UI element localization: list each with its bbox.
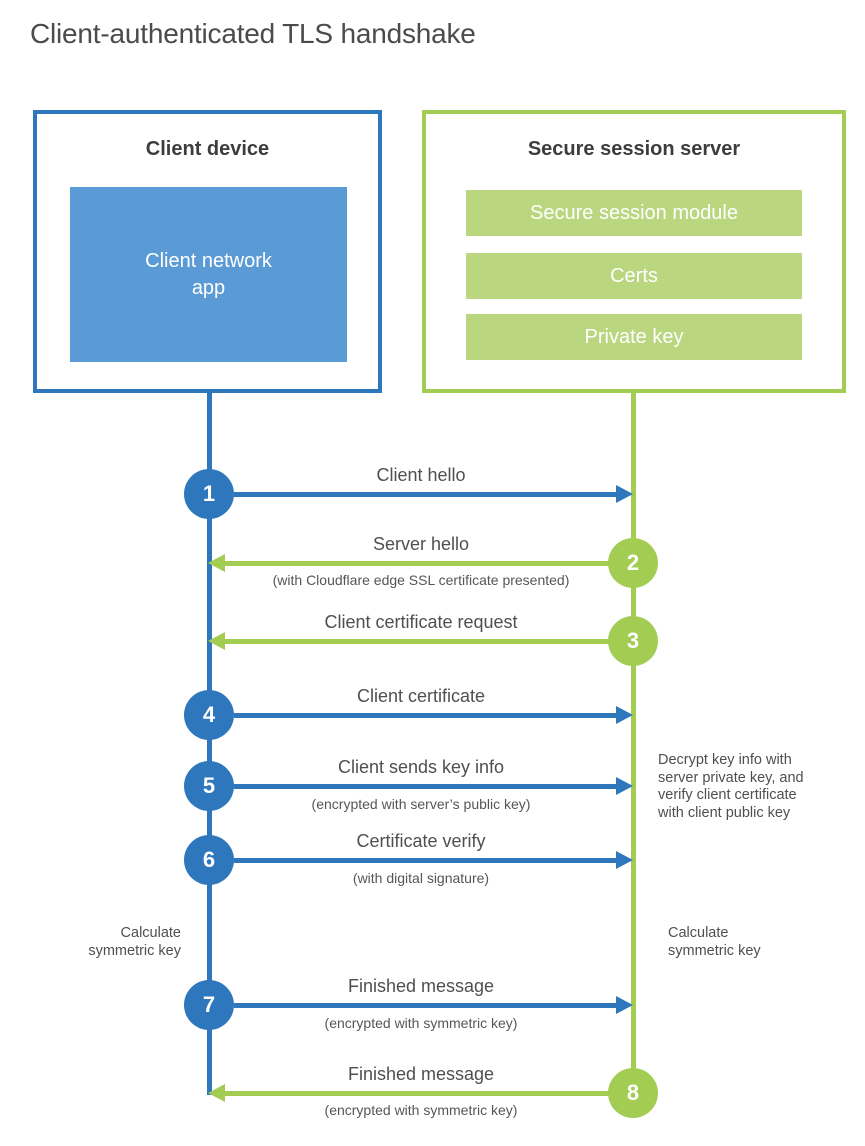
client-lifeline [207,393,212,1095]
server-module-private-key: Private key [466,314,802,360]
step-8-arrow [225,1091,609,1096]
step-3-label: Client certificate request [324,612,518,632]
step-5-arrowhead-icon [616,777,633,795]
step-1-arrowhead-icon [616,485,633,503]
step-5-arrow [234,784,618,789]
step-8-arrowhead-icon [208,1084,225,1102]
step-6-arrowhead-icon [616,851,633,869]
step-8-label: Finished message [347,1064,495,1084]
note-calculate-symmetric-key-server: Calculate symmetric key [668,925,761,959]
step-2-arrow [225,561,609,566]
step-2-label: Server hello [372,534,470,554]
server-module-secure-session: Secure session module [466,190,802,236]
step-3-arrowhead-icon [208,632,225,650]
step-3-badge: 3 [608,616,658,666]
step-5-badge: 5 [184,761,234,811]
step-7-arrow [234,1003,618,1008]
step-1-arrow [234,492,618,497]
server-module-certs: Certs [466,253,802,299]
step-7-sublabel: (encrypted with symmetric key) [324,1015,518,1031]
client-device-title: Client device [145,138,270,160]
step-7-badge: 7 [184,980,234,1030]
step-7-label: Finished message [347,976,495,996]
step-6-arrow [234,858,618,863]
step-4-arrow [234,713,618,718]
step-1-badge: 1 [184,469,234,519]
step-5-sublabel: (encrypted with server’s public key) [311,796,531,812]
step-1-label: Client hello [376,465,466,485]
step-4-label: Client certificate [356,686,486,706]
client-device-box: Client device Client network app [33,110,382,393]
page-title: Client-authenticated TLS handshake [30,18,476,49]
client-network-app-box: Client network app [70,187,347,362]
step-2-sublabel: (with Cloudflare edge SSL certificate pr… [272,572,570,588]
step-8-sublabel: (encrypted with symmetric key) [324,1102,518,1118]
step-4-arrowhead-icon [616,706,633,724]
server-lifeline [631,393,636,1093]
step-6-badge: 6 [184,835,234,885]
note-calculate-symmetric-key-client: Calculate symmetric key [88,925,181,959]
step-6-label: Certificate verify [356,831,486,851]
step-3-arrow [225,639,609,644]
secure-session-server-box: Secure session server Secure session mod… [422,110,846,393]
note-decrypt-key-info: Decrypt key info with server private key… [658,752,804,821]
secure-session-server-title: Secure session server [527,138,741,160]
step-8-badge: 8 [608,1068,658,1118]
step-4-badge: 4 [184,690,234,740]
step-6-sublabel: (with digital signature) [352,870,490,886]
step-2-badge: 2 [608,538,658,588]
step-2-arrowhead-icon [208,554,225,572]
step-7-arrowhead-icon [616,996,633,1014]
step-5-label: Client sends key info [337,757,505,777]
